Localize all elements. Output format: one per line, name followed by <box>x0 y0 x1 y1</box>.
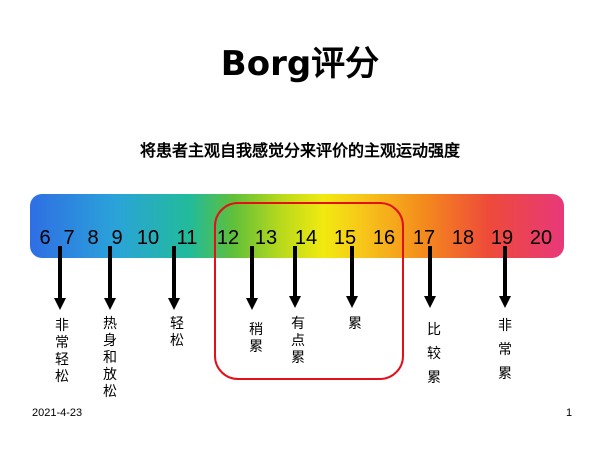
arrow-tired <box>346 246 358 308</box>
slide-title: Borg评分 <box>220 44 380 84</box>
slide-subtitle: 将患者主观自我感觉分来评价的主观运动强度 <box>139 141 460 160</box>
arrow-very-easy <box>54 246 66 310</box>
label-easy: 轻松 <box>170 316 184 349</box>
scale-number-16: 16 <box>372 227 396 249</box>
scale-number-18: 18 <box>451 227 475 249</box>
scale-number-12: 12 <box>216 227 240 249</box>
arrow-somewhat-tired <box>246 246 258 310</box>
label-tired: 累 <box>348 316 362 332</box>
arrow-very-tired <box>499 246 511 308</box>
scale-number-8: 8 <box>87 227 99 249</box>
page-number: 1 <box>566 407 573 419</box>
scale-number-6: 6 <box>39 227 51 249</box>
label-warmup-relax: 热身和放松 <box>103 316 117 400</box>
label-very-easy: 非常轻松 <box>55 318 69 385</box>
arrow-a-little-tired <box>289 246 301 308</box>
scale-number-9: 9 <box>111 227 123 249</box>
moderate-zone-highlight <box>214 202 404 380</box>
label-very-tired: 非常累 <box>498 318 512 382</box>
scale-number-20: 20 <box>529 227 553 249</box>
scale-number-14: 14 <box>294 227 318 249</box>
scale-number-19: 19 <box>490 227 514 249</box>
label-a-little-tired: 有点累 <box>291 316 305 366</box>
label-rather-tired: 比较累 <box>427 322 441 386</box>
scale-number-10: 10 <box>136 227 160 249</box>
arrow-easy <box>168 246 180 310</box>
arrow-warmup <box>104 246 116 310</box>
footer-date: 2021-4-23 <box>32 407 83 419</box>
label-somewhat-tired: 稍累 <box>249 322 263 355</box>
scale-number-13: 13 <box>254 227 278 249</box>
arrow-rather-tired <box>424 246 436 308</box>
scale-number-17: 17 <box>412 227 436 249</box>
scale-number-7: 7 <box>63 227 75 249</box>
scale-number-15: 15 <box>333 227 357 249</box>
scale-number-11: 11 <box>176 227 198 249</box>
